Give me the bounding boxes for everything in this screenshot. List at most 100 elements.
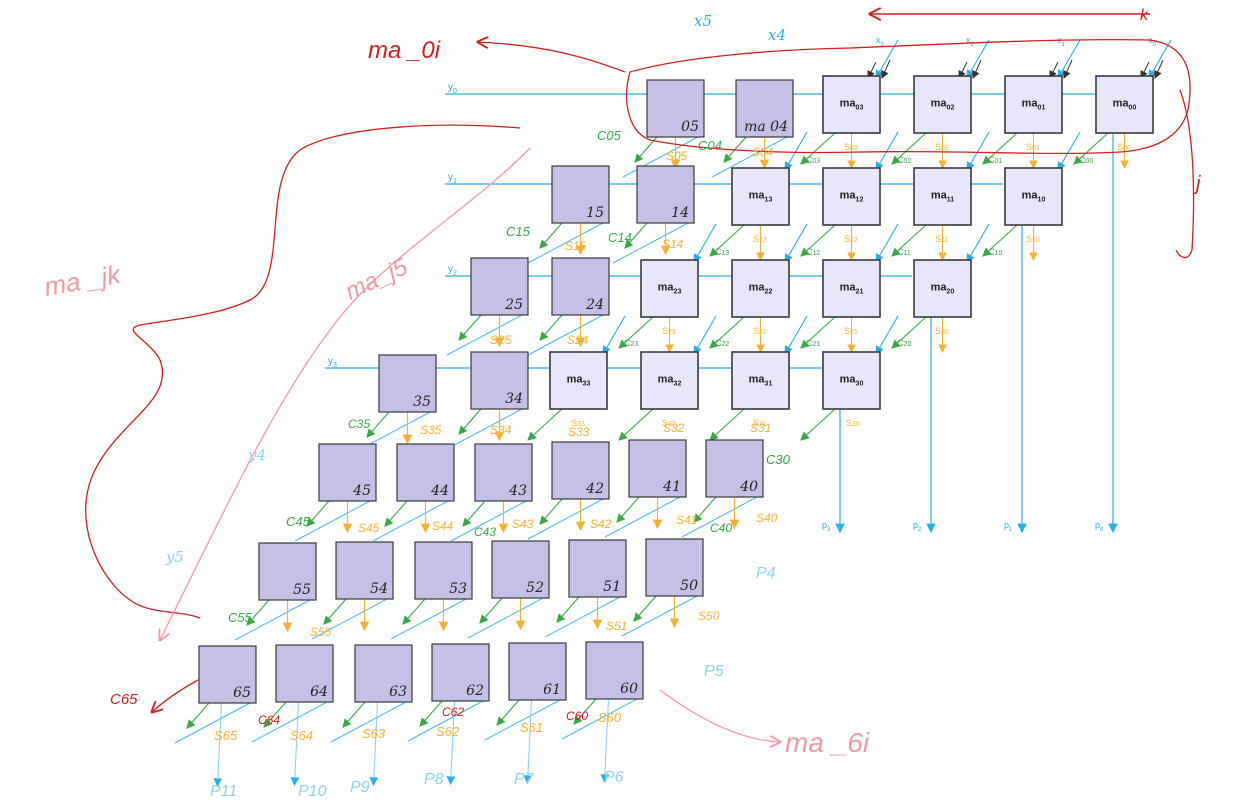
s63-label: S63 bbox=[362, 726, 386, 741]
svg-text:ma13: ma13 bbox=[749, 190, 773, 204]
cell-hand-63: 63 bbox=[354, 644, 413, 703]
s41-label: S41 bbox=[676, 513, 697, 527]
svg-text:63: 63 bbox=[389, 684, 407, 700]
x5-label: x5 bbox=[694, 12, 712, 30]
cell-hand-40: 40 bbox=[705, 439, 764, 498]
cell-ma30: ma30 bbox=[822, 351, 881, 410]
ma-0i-label: ma _0i bbox=[368, 37, 441, 64]
s11-label: S11 bbox=[935, 234, 948, 244]
cell-hand-55: 55 bbox=[258, 542, 317, 601]
c30-label: C30 bbox=[766, 452, 791, 467]
svg-text:ma32: ma32 bbox=[658, 374, 682, 388]
svg-text:ma00: ma00 bbox=[1113, 98, 1137, 112]
cell-ma11: ma11 bbox=[913, 167, 972, 226]
x1-label: x1 bbox=[1057, 35, 1066, 48]
svg-text:ma03: ma03 bbox=[840, 98, 864, 112]
s32-label: S32 bbox=[662, 418, 676, 428]
y3-label: y3 bbox=[328, 356, 337, 369]
c21-label: C21 bbox=[806, 338, 820, 348]
j-label: j bbox=[1193, 173, 1201, 195]
cell-hand-42: 42 bbox=[551, 441, 610, 500]
s31h-label: S31 bbox=[750, 421, 771, 435]
svg-text:51: 51 bbox=[603, 579, 621, 595]
svg-text:64: 64 bbox=[310, 684, 328, 700]
s10-label: S10 bbox=[1026, 234, 1040, 244]
cell-hand-43: 43 bbox=[474, 443, 533, 502]
y4-label: y4 bbox=[247, 446, 266, 464]
cell-ma23: ma23 bbox=[640, 259, 699, 318]
c15-label: C15 bbox=[506, 224, 531, 239]
sum-labels: S03 S02 S01 S00 S13 S12 S11 S10 S23 S22 … bbox=[571, 142, 1131, 428]
s45-label: S45 bbox=[358, 521, 380, 535]
c00-label: C00 bbox=[1079, 155, 1093, 165]
c20-label: C20 bbox=[897, 338, 911, 348]
ma-6i-label: ma _6i bbox=[785, 727, 870, 758]
cell-hand-61: 61 bbox=[508, 642, 567, 701]
c13-label: C13 bbox=[715, 247, 729, 257]
cell-hand-60: 60 bbox=[585, 641, 644, 700]
cell-hand-64: 64 bbox=[275, 644, 334, 703]
s40-label: S40 bbox=[756, 511, 778, 525]
cell-hand-51: 51 bbox=[568, 539, 627, 598]
c64-label: C64 bbox=[258, 713, 280, 727]
c60-label: C60 bbox=[566, 709, 588, 723]
c65-label: C65 bbox=[110, 691, 138, 708]
s32h-label: S32 bbox=[663, 421, 685, 435]
carry-labels: C03 C02 C01 C00 C13 C12 C11 C10 C23 C22 … bbox=[624, 155, 1093, 348]
cell-ma31: ma31 bbox=[731, 351, 790, 410]
cell-ma13: ma13 bbox=[731, 167, 790, 226]
p6-label: P6 bbox=[604, 769, 624, 786]
cell-hand-45: 45 bbox=[318, 443, 377, 502]
s44-label: S44 bbox=[432, 519, 454, 533]
column-input-labels: x3 x2 x1 x0 x5 x4 bbox=[694, 12, 1157, 48]
y1-label: y1 bbox=[448, 172, 457, 185]
svg-text:ma01: ma01 bbox=[1022, 98, 1046, 112]
c55-label: C55 bbox=[228, 610, 253, 625]
s65-label: S65 bbox=[214, 728, 238, 743]
cell-hand-04: ma 04 bbox=[735, 79, 794, 138]
svg-text:54: 54 bbox=[370, 581, 388, 597]
svg-text:41: 41 bbox=[662, 479, 681, 495]
svg-text:25: 25 bbox=[504, 297, 523, 313]
svg-text:35: 35 bbox=[413, 394, 431, 410]
s12-label: S12 bbox=[844, 234, 858, 244]
svg-text:44: 44 bbox=[430, 483, 449, 499]
cell-ma01: ma01 bbox=[1004, 75, 1063, 134]
svg-text:60: 60 bbox=[620, 681, 638, 697]
cell-hand-44: 44 bbox=[396, 443, 455, 502]
svg-text:55: 55 bbox=[293, 582, 311, 598]
cell-hand-53: 53 bbox=[414, 541, 473, 600]
cell-layer: ma03 ma02 ma01 ma00 ma13 ma12 ma11 ma10 ma23 ma22… bbox=[198, 75, 1154, 704]
svg-text:52: 52 bbox=[526, 580, 544, 596]
svg-text:ma10: ma10 bbox=[1022, 190, 1046, 204]
cell-hand-50: 50 bbox=[645, 538, 704, 597]
c40-label: C40 bbox=[710, 521, 732, 535]
cell-ma33: ma33 bbox=[549, 351, 608, 410]
s33h-label: S33 bbox=[568, 425, 590, 439]
cell-hand-34: 34 bbox=[470, 351, 529, 410]
s31-label: S31 bbox=[753, 418, 767, 428]
p5-label: P5 bbox=[704, 663, 724, 680]
cell-ma22: ma22 bbox=[731, 259, 790, 318]
s43-label: S43 bbox=[512, 517, 534, 531]
svg-text:62: 62 bbox=[466, 683, 484, 699]
cell-hand-05: 05 bbox=[646, 79, 705, 138]
ma-j5-label: ma_j5 bbox=[341, 253, 412, 305]
s22-label: S22 bbox=[753, 326, 767, 336]
p9-label: P9 bbox=[350, 779, 370, 796]
c02-label: C02 bbox=[897, 155, 911, 165]
svg-text:ma12: ma12 bbox=[840, 190, 864, 204]
cell-ma10: ma10 bbox=[1004, 167, 1063, 226]
p11-label: P11 bbox=[210, 783, 237, 800]
p10-label: P10 bbox=[298, 783, 327, 800]
c03-label: C03 bbox=[806, 155, 820, 165]
cell-hand-62: 62 bbox=[431, 643, 490, 702]
svg-text:ma02: ma02 bbox=[931, 98, 955, 112]
s00-label: S00 bbox=[1117, 142, 1131, 152]
s24-label: S24 bbox=[567, 333, 589, 347]
cell-hand-52: 52 bbox=[491, 540, 550, 599]
ma-0i-outline bbox=[625, 38, 1191, 155]
s04-label: S04 bbox=[752, 145, 774, 159]
s42-label: S42 bbox=[590, 517, 612, 531]
